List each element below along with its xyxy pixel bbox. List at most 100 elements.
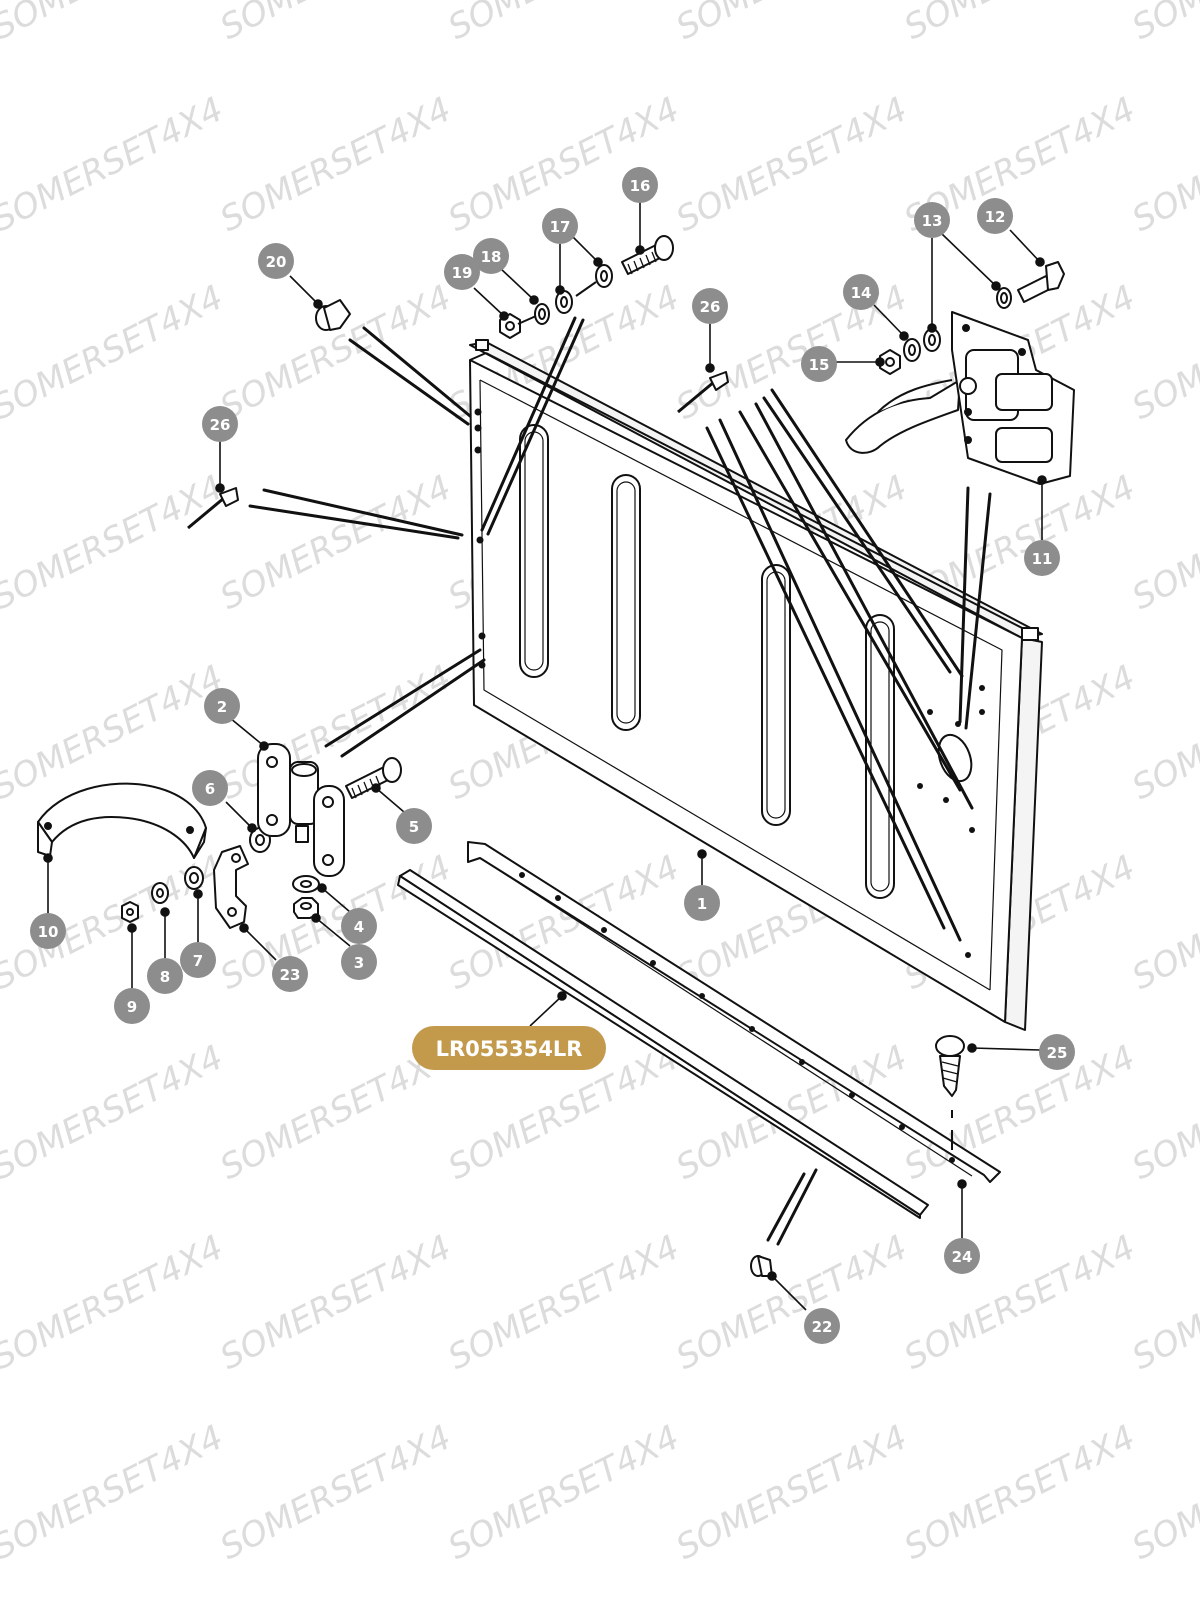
svg-text:19: 19	[452, 264, 473, 282]
watermark: SOMERSET4X4	[0, 0, 230, 48]
callout-2[interactable]: 2	[204, 688, 240, 724]
svg-text:14: 14	[851, 284, 872, 302]
svg-text:13: 13	[922, 212, 943, 230]
callout-3[interactable]: 3	[341, 944, 377, 980]
svg-text:7: 7	[193, 952, 203, 970]
washer-17b	[595, 264, 613, 288]
svg-text:15: 15	[809, 356, 830, 374]
svg-text:20: 20	[266, 253, 287, 271]
rivet-26-left	[187, 487, 239, 530]
svg-text:11: 11	[1032, 550, 1053, 568]
callout-17[interactable]: 17	[542, 208, 578, 244]
callout-14[interactable]: 14	[843, 274, 879, 310]
panel-slots	[519, 424, 895, 899]
watermark: SOMERSET4X4	[670, 1417, 914, 1568]
slot	[865, 614, 895, 899]
callout-23[interactable]: 23	[272, 956, 308, 992]
watermark: SOMERSET4X4	[670, 1227, 914, 1378]
sill-strips	[397, 841, 1001, 1219]
nut-15	[879, 349, 901, 375]
callout-22[interactable]: 22	[804, 1308, 840, 1344]
callout-4[interactable]: 4	[341, 908, 377, 944]
slot	[519, 424, 549, 678]
callouts: 1 2 3 4 5 6 7 8 9 10 11 12 13 14 15 16 1…	[30, 167, 1075, 1344]
callout-13[interactable]: 13	[914, 202, 950, 238]
svg-text:2: 2	[217, 698, 227, 716]
callout-16[interactable]: 16	[622, 167, 658, 203]
callout-18[interactable]: 18	[473, 238, 509, 274]
callout-leaders	[43, 202, 1047, 1311]
watermark: SOMERSET4X4	[1126, 0, 1200, 48]
callout-24[interactable]: 24	[944, 1238, 980, 1274]
washer-18	[534, 303, 550, 325]
svg-text:5: 5	[409, 818, 419, 836]
svg-text:26: 26	[700, 298, 721, 316]
watermark: SOMERSET4X4	[214, 0, 458, 48]
bolt-5	[345, 757, 402, 799]
callout-20[interactable]: 20	[258, 243, 294, 279]
washer-7	[184, 866, 204, 890]
watermark: SOMERSET4X4	[0, 467, 230, 618]
callout-15[interactable]: 15	[801, 346, 837, 382]
watermark: SOMERSET4X4	[1126, 1417, 1200, 1568]
slot	[761, 564, 791, 826]
rivet-26-top	[677, 371, 729, 414]
watermark: SOMERSET4X4	[442, 1227, 686, 1378]
callout-11[interactable]: 11	[1024, 540, 1060, 576]
watermark: SOMERSET4X4	[1126, 1037, 1200, 1188]
part-number-label: LR055354LR	[436, 1037, 583, 1061]
callout-19[interactable]: 19	[444, 254, 480, 290]
watermark: SOMERSET4X4	[898, 1037, 1142, 1188]
bracket-23	[213, 845, 249, 929]
callout-12[interactable]: 12	[977, 198, 1013, 234]
watermark: SOMERSET4X4	[442, 1417, 686, 1568]
bolt-12	[1017, 261, 1065, 303]
callout-26-left[interactable]: 26	[202, 406, 238, 442]
strap-10	[37, 782, 207, 859]
washer-8	[151, 882, 169, 904]
nut-9	[121, 901, 139, 923]
callout-1[interactable]: 1	[684, 885, 720, 921]
watermark: SOMERSET4X4	[1126, 847, 1200, 998]
svg-text:1: 1	[697, 895, 707, 913]
svg-text:25: 25	[1047, 1044, 1068, 1062]
svg-text:12: 12	[985, 208, 1006, 226]
watermark: SOMERSET4X4	[1126, 467, 1200, 618]
callout-26-top[interactable]: 26	[692, 288, 728, 324]
screw-25	[935, 1035, 965, 1150]
watermark: SOMERSET4X4	[442, 0, 686, 48]
plug-20	[315, 299, 351, 331]
callout-10[interactable]: 10	[30, 913, 66, 949]
watermark: SOMERSET4X4	[0, 1037, 230, 1188]
watermark: SOMERSET4X4	[1126, 1227, 1200, 1378]
callout-7[interactable]: 7	[180, 942, 216, 978]
svg-text:4: 4	[354, 918, 364, 936]
latch-11	[845, 311, 1075, 485]
washer-4	[292, 875, 320, 893]
watermark: SOMERSET4X4	[0, 277, 230, 428]
svg-text:6: 6	[205, 780, 215, 798]
callout-25[interactable]: 25	[1039, 1034, 1075, 1070]
callout-6[interactable]: 6	[192, 770, 228, 806]
small-parts	[37, 235, 1075, 1277]
watermark: SOMERSET4X4	[0, 1417, 230, 1568]
callout-8[interactable]: 8	[147, 958, 183, 994]
part-number-badge[interactable]: LR055354LR	[412, 1026, 606, 1070]
slot	[611, 474, 641, 731]
callout-5[interactable]: 5	[396, 808, 432, 844]
svg-text:18: 18	[481, 248, 502, 266]
watermark: SOMERSET4X4	[670, 89, 914, 240]
watermark: SOMERSET4X4	[898, 1227, 1142, 1378]
svg-text:26: 26	[210, 416, 231, 434]
panel-holes	[474, 408, 985, 958]
watermark: SOMERSET4X4	[1126, 89, 1200, 240]
svg-text:24: 24	[952, 1248, 973, 1266]
watermark: SOMERSET4X4	[214, 1417, 458, 1568]
watermark: SOMERSET4X4	[670, 0, 914, 48]
callout-9[interactable]: 9	[114, 988, 150, 1024]
watermark: SOMERSET4X4	[898, 0, 1142, 48]
washer-13a	[923, 328, 941, 352]
watermark: SOMERSET4X4	[0, 1227, 230, 1378]
bolt-16	[621, 235, 674, 275]
